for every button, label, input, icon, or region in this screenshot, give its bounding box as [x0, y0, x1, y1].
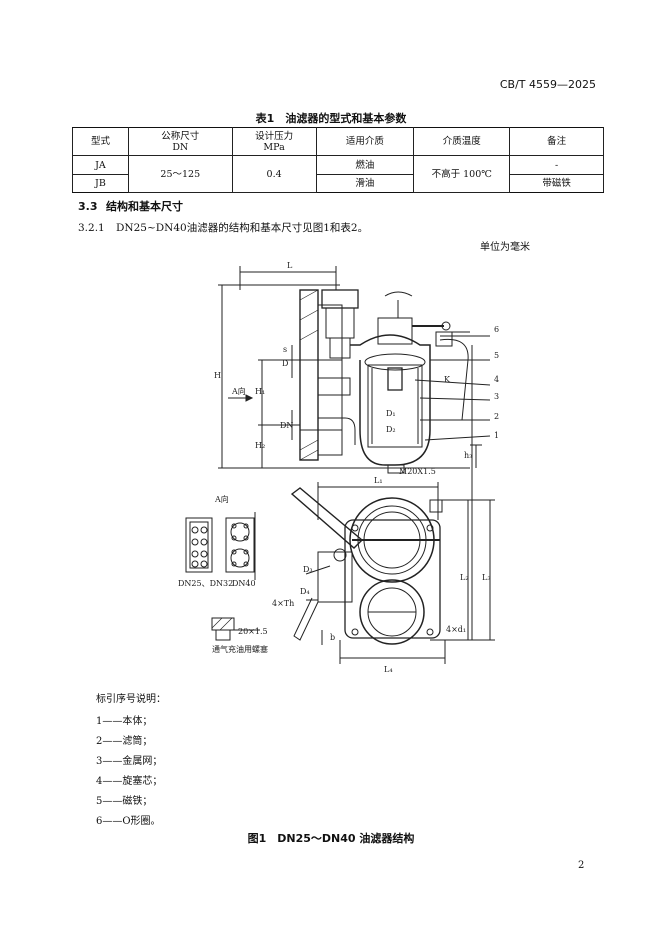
dim-holes2: 4×d₁	[446, 625, 466, 634]
paragraph: 3.2.1 DN25~DN40油滤器的结构和基本尺寸见图1和表2。	[78, 220, 368, 235]
legend-item: 4——旋塞芯；	[96, 776, 163, 787]
dim-D2: D₂	[386, 425, 396, 434]
dim-s: s	[283, 345, 287, 354]
detail-caption: 通气充油用螺塞	[212, 644, 268, 654]
thread-label: M20X1.5	[399, 467, 436, 476]
figure-title: 图1 DN25～DN40 油滤器结构	[247, 832, 415, 845]
top-view-section	[218, 266, 491, 474]
dim-H: H	[214, 371, 221, 380]
dim-D: D	[282, 359, 288, 368]
table-row: JA 25～125 0.4 燃油 不高于 100℃ -	[72, 155, 604, 193]
header-cell-remark: 备注	[509, 127, 604, 156]
callout-4: 4	[494, 375, 499, 384]
cell-pressure: 0.4	[231, 155, 317, 193]
dim-H2: H₂	[255, 441, 265, 450]
dim-holes1: 4×Th	[272, 599, 294, 608]
dim-D4: D₄	[300, 587, 310, 596]
callout-1: 1	[494, 431, 499, 440]
callout-3: 3	[494, 392, 499, 401]
cell-temperature: 不高于 100℃	[413, 155, 511, 193]
vent-plug-detail	[211, 617, 260, 641]
dim-DN: DN	[280, 421, 293, 430]
dim-D1: D₁	[386, 409, 396, 418]
header-cell-type: 型式	[72, 127, 129, 156]
dim-L4: L₄	[384, 665, 393, 674]
dim-b: b	[330, 633, 335, 642]
legend-item: 1——本体；	[96, 716, 153, 727]
callout-6: 6	[494, 325, 499, 334]
page-number: 2	[578, 860, 585, 871]
a-view-title: A向	[214, 494, 229, 504]
legend-item: 5——磁铁；	[96, 796, 153, 807]
standard-code: CB/T 4559—2025	[499, 78, 596, 91]
dim-L1: L₁	[374, 476, 383, 485]
a-arrow-label: A向	[231, 386, 246, 396]
callout-2: 2	[494, 412, 499, 421]
legend-item: 6——O形圈。	[96, 816, 161, 827]
dim-L2: L₂	[460, 573, 469, 582]
dim-L: L	[287, 261, 293, 270]
dim-D3: D₃	[303, 565, 313, 574]
cell-nominal-size: 25～125	[127, 155, 233, 193]
cell-medium: 滑油	[315, 174, 415, 193]
legend-item: 3——金属网；	[96, 756, 163, 767]
bottom-view-plan	[290, 345, 495, 664]
a-view	[185, 512, 256, 580]
detail-size: 20×1.5	[238, 627, 268, 636]
legend-item: 2——滤筒；	[96, 736, 153, 747]
legend-title: 标引序号说明：	[96, 694, 166, 705]
section-heading: 3.3 结构和基本尺寸	[78, 198, 183, 214]
dim-h3: h₃	[464, 451, 472, 460]
header-cell-medium: 适用介质	[315, 127, 415, 156]
paragraph-text: DN25~DN40油滤器的结构和基本尺寸见图1和表2。	[116, 222, 369, 234]
paragraph-number: 3.2.1	[78, 222, 105, 234]
a-view-label-right: DN40	[232, 579, 256, 588]
cell-type: JB	[72, 174, 129, 193]
dim-K: K	[444, 375, 451, 384]
dim-H1: H₁	[255, 387, 265, 396]
header-cell-temperature: 介质温度	[413, 127, 511, 156]
section-title: 结构和基本尺寸	[106, 200, 183, 213]
cell-remark: 带磁铁	[509, 174, 604, 193]
dim-L3: L₃	[482, 573, 491, 582]
table-title: 表1 油滤器的型式和基本参数	[255, 112, 407, 125]
unit-note: 单位为毫米	[480, 242, 530, 253]
a-view-label-left: DN25、DN32	[178, 579, 233, 588]
table-row: JB 滑油 带磁铁	[72, 174, 604, 193]
section-number: 3.3	[78, 200, 98, 213]
callout-5: 5	[494, 351, 499, 360]
